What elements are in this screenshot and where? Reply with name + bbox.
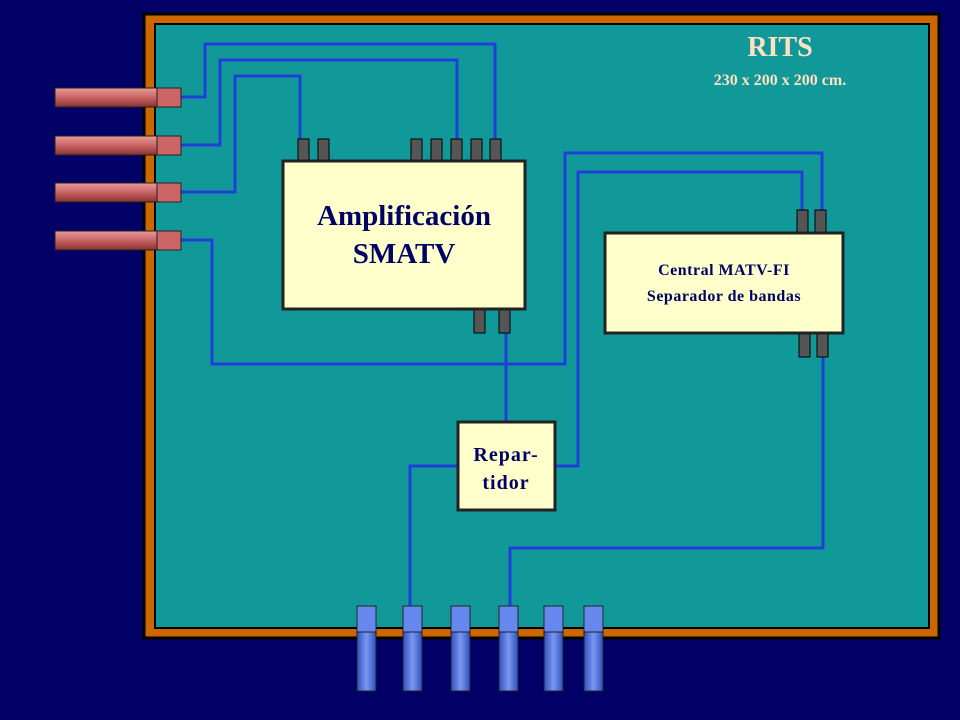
central-label-line1: Central MATV-FI bbox=[658, 262, 790, 279]
amplifier-connectors bbox=[297, 138, 511, 334]
central-output-connector bbox=[798, 333, 811, 358]
cable-splitter-to-central bbox=[555, 170, 804, 468]
antenna-inputs bbox=[54, 87, 182, 251]
central-label-line2: Separador de bandas bbox=[646, 288, 802, 305]
output-connectors bbox=[356, 605, 604, 692]
cable-splitter-to-output bbox=[408, 464, 458, 608]
amp-input-connector bbox=[450, 138, 463, 163]
amp-input-connector bbox=[410, 138, 423, 163]
antenna-input-cable bbox=[54, 230, 160, 251]
output-connector-body bbox=[498, 631, 519, 692]
output-connector-body bbox=[356, 631, 377, 692]
antenna-input-plug bbox=[156, 135, 182, 156]
cables bbox=[180, 42, 825, 608]
amplifier-label-line2: SMATV bbox=[352, 238, 456, 270]
antenna-input-cable bbox=[54, 135, 160, 156]
amp-input-connector bbox=[297, 138, 310, 163]
cable-input-3 bbox=[180, 74, 302, 194]
central-input-connector bbox=[814, 209, 827, 234]
antenna-input-plug bbox=[156, 182, 182, 203]
amp-input-connector bbox=[489, 138, 502, 163]
amp-output-connector bbox=[498, 309, 511, 334]
cable-input-4 bbox=[180, 151, 824, 366]
amplifier-box bbox=[281, 159, 527, 311]
splitter-box bbox=[456, 420, 557, 512]
cable-input-2 bbox=[180, 58, 459, 147]
output-connector-head bbox=[356, 605, 377, 633]
output-connector-head bbox=[498, 605, 519, 633]
room-dimensions: 230 x 200 x 200 cm. bbox=[713, 72, 847, 89]
amplifier-label-line1: Amplificación bbox=[317, 200, 491, 232]
output-connector-body bbox=[402, 631, 423, 692]
central-output-connector bbox=[816, 333, 829, 358]
output-connector-body bbox=[450, 631, 471, 692]
amp-input-connector bbox=[317, 138, 330, 163]
central-input-connector bbox=[796, 209, 809, 234]
amp-output-connector bbox=[473, 309, 486, 334]
output-connector-body bbox=[583, 631, 604, 692]
cable-central-to-output bbox=[508, 357, 825, 608]
room-title: RITS bbox=[747, 32, 813, 63]
amp-input-connector bbox=[430, 138, 443, 163]
antenna-input-cable bbox=[54, 87, 160, 108]
amp-input-connector bbox=[470, 138, 483, 163]
splitter-label-line1: Repar- bbox=[473, 444, 539, 466]
splitter-label-line2: tidor bbox=[482, 472, 530, 494]
central-box bbox=[603, 231, 845, 335]
antenna-input-plug bbox=[156, 230, 182, 251]
output-connector-body bbox=[543, 631, 564, 692]
cable-input-1 bbox=[180, 42, 497, 140]
output-connector-head bbox=[543, 605, 564, 633]
antenna-input-plug bbox=[156, 87, 182, 108]
output-connector-head bbox=[402, 605, 423, 633]
output-connector-head bbox=[583, 605, 604, 633]
antenna-input-cable bbox=[54, 182, 160, 203]
output-connector-head bbox=[450, 605, 471, 633]
